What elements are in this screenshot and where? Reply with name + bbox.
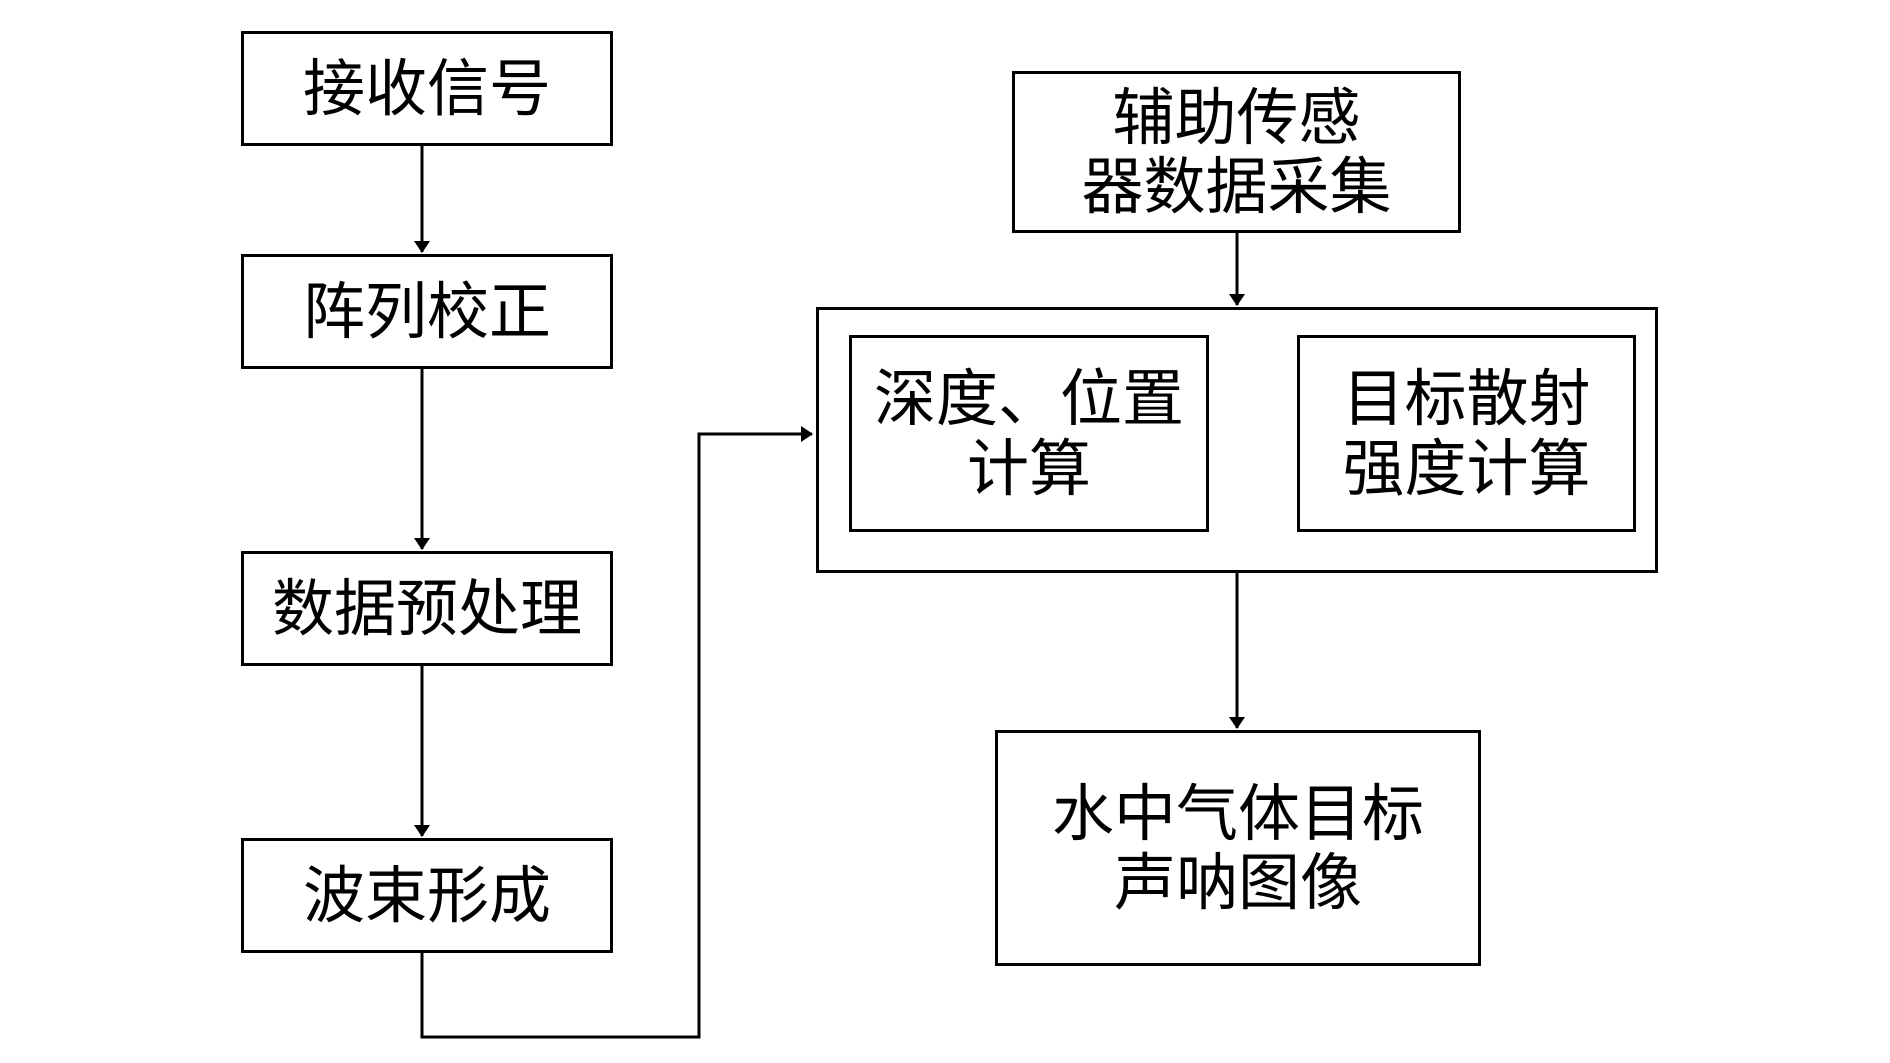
node-label: 目标散射 强度计算 — [1342, 362, 1591, 505]
node-label: 接收信号 — [302, 51, 551, 125]
arrow-beamform-to-group — [420, 426, 813, 1039]
node-output-sonar-image: 水中气体目标 声呐图像 — [995, 730, 1481, 966]
node-array-calibration: 阵列校正 — [241, 254, 613, 369]
node-label: 深度、位置 计算 — [873, 362, 1184, 505]
node-label: 水中气体目标 声呐图像 — [1051, 776, 1424, 919]
node-scatter-intensity-calc: 目标散射 强度计算 — [1297, 335, 1636, 532]
node-receive-signal: 接收信号 — [241, 31, 613, 146]
node-data-preprocessing: 数据预处理 — [241, 551, 613, 666]
node-label: 阵列校正 — [302, 274, 551, 348]
node-beamforming: 波束形成 — [241, 838, 613, 953]
node-depth-position-calc: 深度、位置 计算 — [849, 335, 1209, 532]
node-aux-sensor-acquisition: 辅助传感 器数据采集 — [1012, 71, 1461, 233]
node-label: 数据预处理 — [271, 571, 582, 645]
node-label: 辅助传感 器数据采集 — [1081, 80, 1392, 223]
node-label: 波束形成 — [302, 858, 551, 932]
